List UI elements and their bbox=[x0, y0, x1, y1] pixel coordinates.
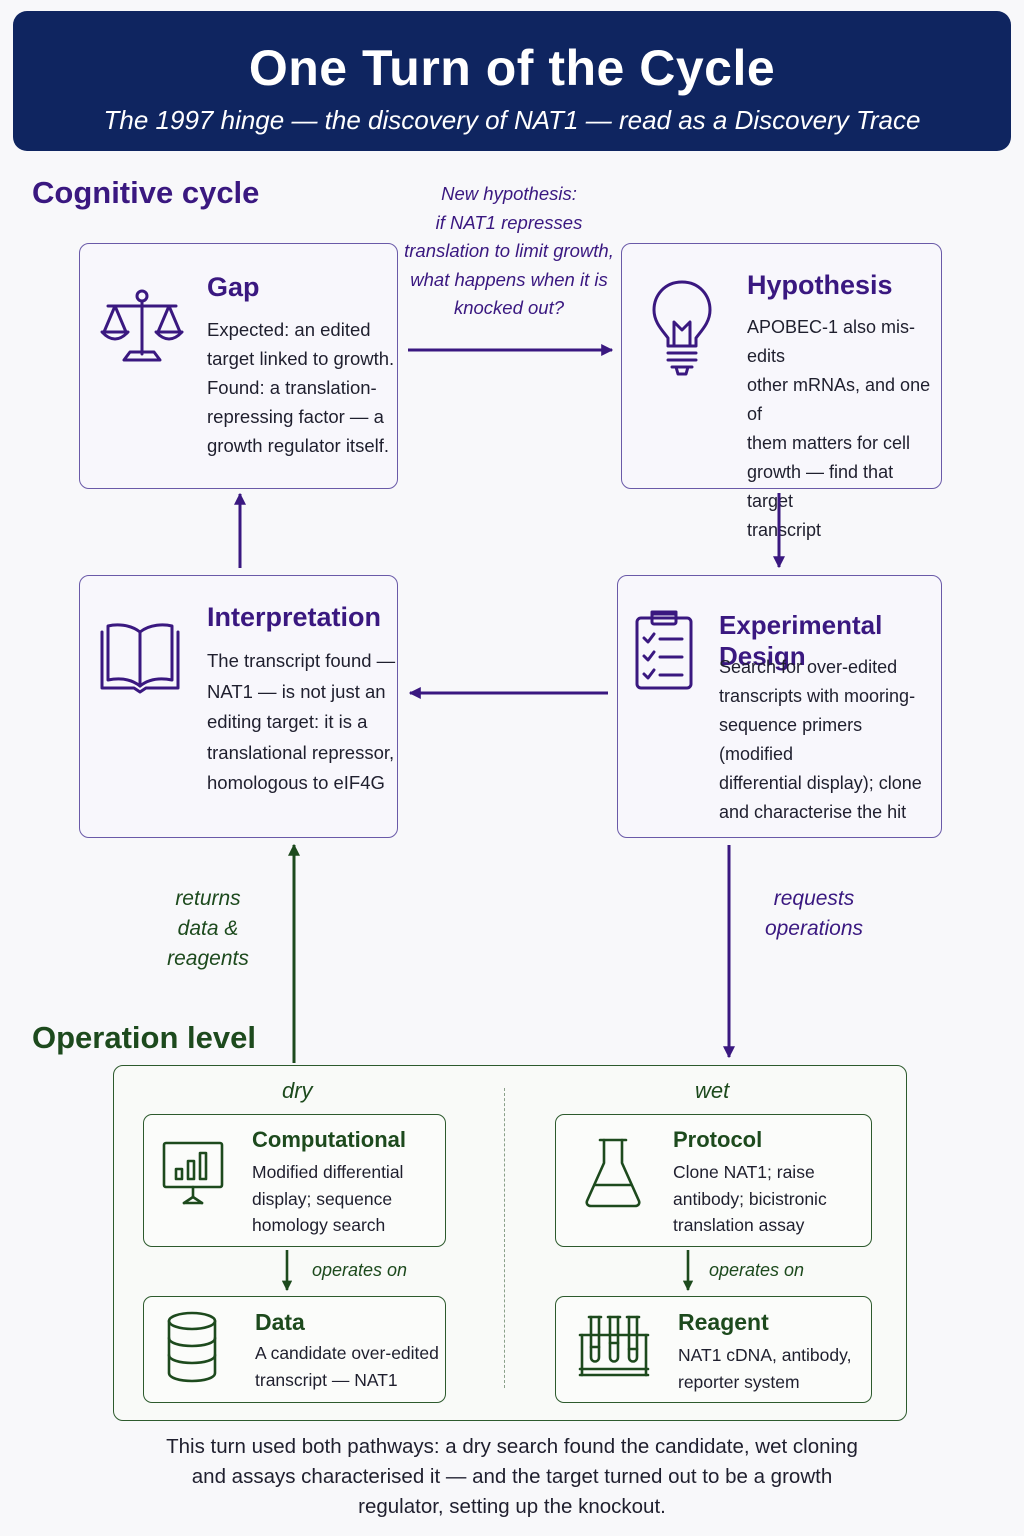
note-line: data & bbox=[177, 917, 239, 940]
requests-operations-note: requests operations bbox=[752, 884, 876, 944]
note-line: operations bbox=[764, 917, 864, 940]
body-line: sequence primers (modified bbox=[719, 715, 863, 764]
body-line: translation assay bbox=[673, 1215, 805, 1235]
body-line: transcript — NAT1 bbox=[255, 1369, 398, 1390]
protocol-title: Protocol bbox=[673, 1127, 763, 1152]
gap-card: Gap Expected: an edited target linked to… bbox=[79, 243, 398, 489]
body-line: and characterise the hit bbox=[719, 802, 907, 822]
protocol-text: Clone NAT1; raise antibody; bicistronic … bbox=[673, 1159, 827, 1239]
interpretation-card: Interpretation The transcript found — NA… bbox=[79, 575, 398, 838]
body-line: editing target: it is a bbox=[207, 711, 368, 732]
database-icon bbox=[166, 1311, 218, 1383]
body-line: growth regulator itself. bbox=[207, 435, 390, 456]
body-line: differential display); clone bbox=[719, 773, 922, 793]
dry-wet-divider bbox=[504, 1088, 505, 1388]
gap-text: Expected: an edited target linked to gro… bbox=[207, 315, 394, 460]
note-line: translation to limit growth, bbox=[404, 240, 614, 261]
note-line: what happens when it is bbox=[410, 268, 608, 290]
body-line: Found: a translation- bbox=[207, 377, 377, 398]
note-line: returns bbox=[175, 887, 241, 910]
cognitive-cycle-heading: Cognitive cycle bbox=[32, 175, 260, 210]
body-line: Search for over-edited bbox=[719, 657, 898, 677]
body-line: transcripts with mooring- bbox=[719, 686, 916, 706]
body-line: repressing factor — a bbox=[207, 406, 384, 427]
note-line: knocked out? bbox=[453, 297, 565, 318]
lightbulb-icon bbox=[650, 278, 714, 378]
body-line: APOBEC-1 also mis-edits bbox=[747, 317, 916, 366]
body-line: A candidate over-edited bbox=[255, 1343, 439, 1363]
body-line: display; sequence bbox=[252, 1188, 393, 1209]
returns-data-reagents-note: returns data & reagents bbox=[148, 884, 268, 974]
note-line: if NAT1 represses bbox=[435, 211, 583, 233]
new-hypothesis-note: New hypothesis: if NAT1 represses transl… bbox=[400, 180, 618, 323]
body-line: NAT1 — is not just an bbox=[207, 680, 386, 702]
computational-title: Computational bbox=[252, 1127, 406, 1152]
body-line: antibody; bicistronic bbox=[673, 1188, 827, 1209]
wet-label: wet bbox=[695, 1078, 730, 1103]
body-line: Modified differential bbox=[252, 1162, 404, 1182]
body-line: translational repressor, bbox=[207, 741, 395, 763]
clipboard-checklist-icon bbox=[634, 608, 694, 690]
flask-icon bbox=[584, 1137, 642, 1209]
body-line: other mRNAs, and one of bbox=[747, 375, 931, 424]
computational-card: Computational Modified differential disp… bbox=[143, 1114, 446, 1247]
reagent-text: NAT1 cDNA, antibody, reporter system bbox=[678, 1342, 851, 1395]
data-title: Data bbox=[255, 1309, 305, 1335]
open-book-icon bbox=[100, 620, 180, 696]
experimental-design-title: Experimental Design bbox=[719, 610, 883, 671]
operation-level-heading: Operation level bbox=[32, 1020, 256, 1055]
interpretation-text: The transcript found — NAT1 — is not jus… bbox=[207, 646, 395, 799]
reagent-title: Reagent bbox=[678, 1309, 769, 1335]
hypothesis-card: Hypothesis APOBEC-1 also mis-edits other… bbox=[621, 243, 942, 540]
dry-label: dry bbox=[282, 1078, 313, 1103]
body-line: them matters for cell bbox=[747, 433, 911, 453]
data-text: A candidate over-edited transcript — NAT… bbox=[255, 1340, 439, 1393]
body-line: homologous to eIF4G bbox=[207, 772, 385, 793]
experimental-design-text: Search for over-edited transcripts with … bbox=[719, 653, 941, 827]
protocol-card: Protocol Clone NAT1; raise antibody; bic… bbox=[555, 1114, 872, 1247]
body-line: transcript bbox=[747, 520, 822, 540]
note-line: New hypothesis: bbox=[441, 183, 577, 204]
body-line: NAT1 cDNA, antibody, bbox=[678, 1345, 852, 1365]
scales-icon bbox=[100, 288, 184, 368]
body-line: homology search bbox=[252, 1215, 386, 1235]
body-line: The transcript found — bbox=[207, 650, 396, 671]
page-subtitle: The 1997 hinge — the discovery of NAT1 —… bbox=[103, 105, 921, 135]
body-line: growth — find that target bbox=[747, 462, 894, 511]
hypothesis-text: APOBEC-1 also mis-edits other mRNAs, and… bbox=[747, 313, 941, 545]
data-card: Data A candidate over-edited transcript … bbox=[143, 1296, 446, 1403]
note-line: reagents bbox=[167, 947, 249, 970]
monitor-chart-icon bbox=[162, 1141, 224, 1207]
hypothesis-title: Hypothesis bbox=[747, 270, 893, 300]
footer-line: This turn used both pathways: a dry sear… bbox=[166, 1435, 858, 1458]
header-banner: One Turn of the Cycle The 1997 hinge — t… bbox=[13, 11, 1011, 151]
operates-on-wet-label: operates on bbox=[709, 1260, 805, 1280]
test-tubes-icon bbox=[578, 1313, 650, 1379]
page-title: One Turn of the Cycle bbox=[248, 40, 776, 96]
note-line: requests bbox=[773, 887, 855, 910]
reagent-card: Reagent NAT1 cDNA, antibody, reporter sy… bbox=[555, 1296, 872, 1403]
body-line: Clone NAT1; raise bbox=[673, 1162, 815, 1182]
computational-text: Modified differential display; sequence … bbox=[252, 1159, 403, 1239]
gap-title: Gap bbox=[207, 272, 260, 302]
footer-line: regulator, setting up the knockout. bbox=[358, 1495, 666, 1518]
footer-line: and assays characterised it — and the ta… bbox=[191, 1465, 833, 1488]
footer-summary: This turn used both pathways: a dry sear… bbox=[130, 1432, 894, 1522]
operates-on-dry-label: operates on bbox=[312, 1260, 408, 1280]
body-line: Expected: an edited bbox=[207, 319, 371, 340]
body-line: reporter system bbox=[678, 1371, 800, 1392]
experimental-design-card: Experimental Design Search for over-edit… bbox=[617, 575, 942, 838]
interpretation-title: Interpretation bbox=[207, 602, 382, 632]
body-line: target linked to growth. bbox=[207, 348, 395, 369]
